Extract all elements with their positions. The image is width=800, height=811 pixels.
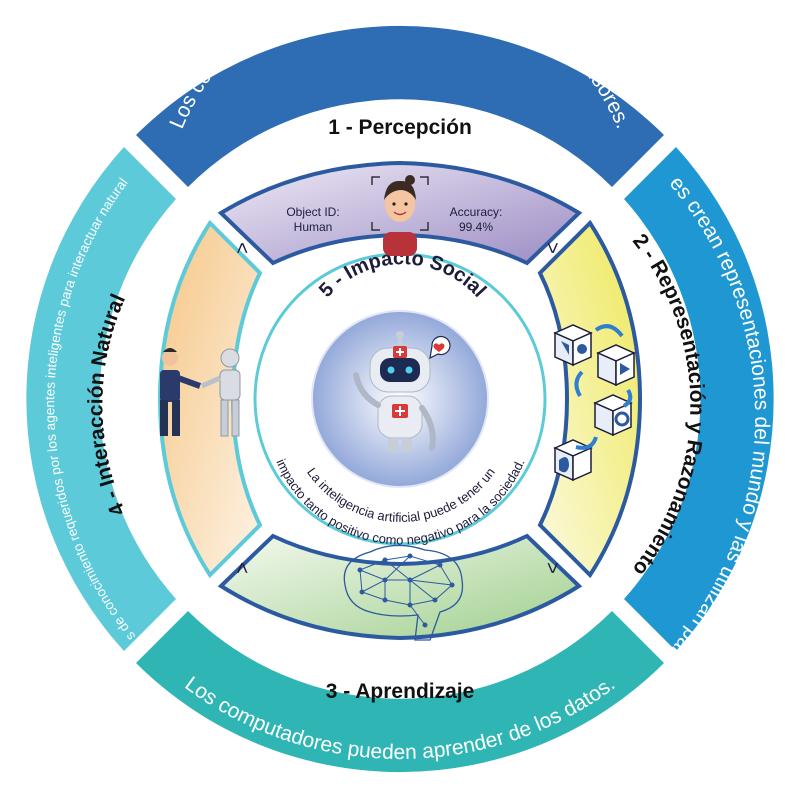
outer-band-top xyxy=(136,25,664,187)
person-detection-icon xyxy=(371,175,429,256)
accuracy-label: Accuracy: xyxy=(450,205,503,219)
outer-band-left xyxy=(26,147,176,651)
chevron-bottom-right-icon: > xyxy=(541,562,563,574)
object-id-label: Object ID: xyxy=(286,205,339,219)
accuracy-value: 99.4% xyxy=(459,220,493,234)
handshake-illustration xyxy=(160,348,241,437)
section-title-perception: 1 - Percepción xyxy=(328,116,472,139)
chevron-bottom-left-icon: > xyxy=(232,562,254,574)
chevron-top-left-icon: > xyxy=(232,242,254,254)
brain-network-icon xyxy=(343,544,464,641)
learning-panel xyxy=(217,533,583,641)
section-title-learning: 3 - Aprendizaje xyxy=(326,680,475,703)
outer-band-right xyxy=(624,147,774,651)
robot-icon xyxy=(353,331,451,452)
object-id-value: Human xyxy=(294,220,333,234)
cubes-illustration xyxy=(553,324,636,482)
chevron-top-right-icon: > xyxy=(541,242,563,254)
outer-band-bottom xyxy=(136,611,664,773)
interaction-panel xyxy=(157,219,263,579)
